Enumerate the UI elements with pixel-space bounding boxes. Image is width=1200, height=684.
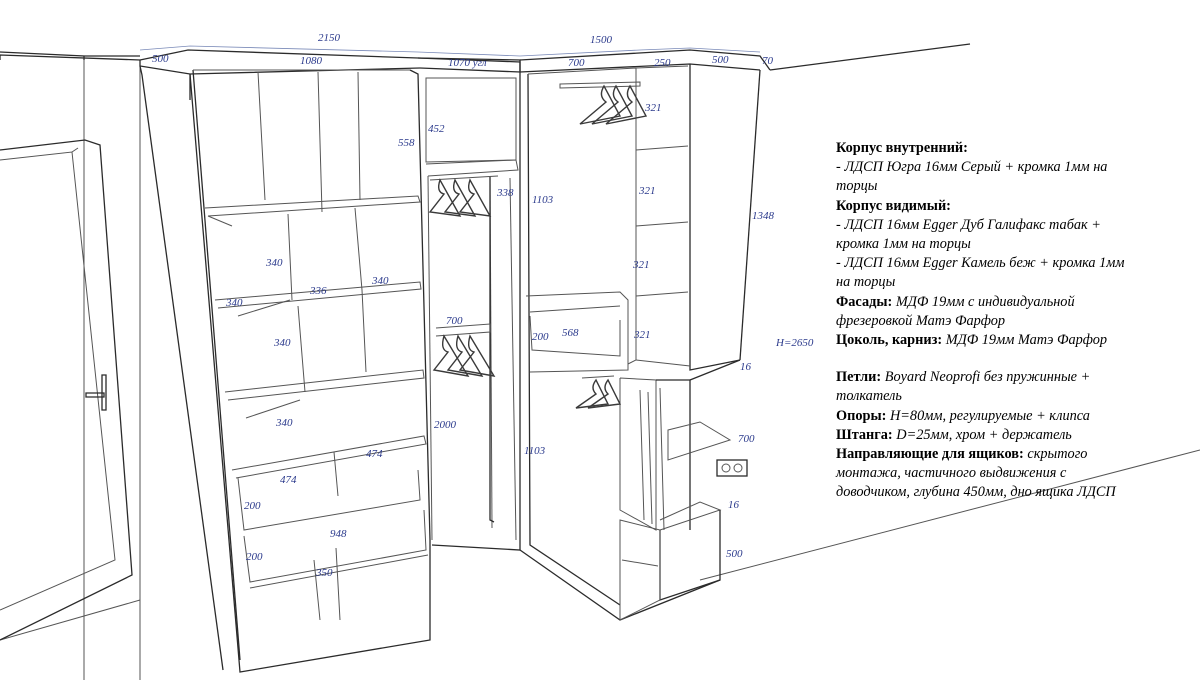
dim-side-upper-h: 1348 bbox=[752, 210, 775, 222]
spec-guides-line1: скрытого bbox=[1023, 446, 1088, 463]
spec-line: доводчиком, глубина 450мм, дно ящика ЛДС… bbox=[836, 483, 1188, 502]
dim-cornice: 70 bbox=[762, 55, 774, 67]
hanger-icon bbox=[579, 84, 648, 125]
dim-side-board-2: 16 bbox=[728, 499, 740, 511]
dim-corner-rail-h: 338 bbox=[496, 187, 514, 199]
room-outline bbox=[0, 43, 1200, 680]
spec-visible-line3: - ЛДСП 16мм Egger Камель беж + кромка 1м… bbox=[836, 255, 1125, 272]
corner-section bbox=[417, 57, 521, 551]
dim-total-right-width: 1500 bbox=[590, 34, 613, 46]
dim-side-lower-h: 500 bbox=[726, 548, 743, 560]
spec-visible-title: Корпус видимый: bbox=[836, 197, 951, 214]
spec-facades-line2: фрезеровкой Матэ Фарфор bbox=[836, 312, 1006, 329]
dim-total-height: H=2650 bbox=[775, 337, 814, 349]
dim-corner-width: 1070 угл bbox=[448, 57, 487, 69]
dim-bottom-shelf-h: 350 bbox=[315, 567, 333, 579]
spec-facades: Фасады: МДФ 19мм с индивидуальной bbox=[836, 293, 1188, 312]
spec-hinges: Петли: Boyard Neoprofi без пружинные + bbox=[836, 368, 1188, 387]
spec-line: - ЛДСП 16мм Egger Камель беж + кромка 1м… bbox=[836, 254, 1188, 273]
spec-inner-line1: - ЛДСП Югра 16мм Серый + кромка 1мм на bbox=[836, 159, 1108, 176]
spec-plinth-value: МДФ 19мм Матэ Фарфор bbox=[942, 332, 1108, 349]
door-handle-icon bbox=[85, 374, 107, 411]
spec-hinges-line2: толкатель bbox=[836, 388, 902, 405]
dim-side-shelf-2: 321 bbox=[638, 185, 656, 197]
dim-corner-upper-h: 1103 bbox=[532, 194, 554, 206]
dimension-lines bbox=[139, 45, 761, 57]
dim-side-shelf-1: 321 bbox=[644, 102, 662, 114]
dim-drawer-total-w: 948 bbox=[330, 528, 347, 540]
spec-guides-line2: монтажа, частичного выдвижения с bbox=[836, 465, 1067, 482]
spec-facades-line1: МДФ 19мм с индивидуальной bbox=[892, 293, 1075, 310]
dim-rail-width: 700 bbox=[446, 315, 463, 327]
spec-supports-title: Опоры: bbox=[836, 407, 887, 424]
dim-drawer-w1: 474 bbox=[366, 448, 383, 460]
spec-facades-title: Фасады: bbox=[836, 293, 893, 310]
dim-drawer-h1: 200 bbox=[244, 500, 261, 512]
dim-far-right-depth: 500 bbox=[712, 54, 729, 66]
spec-plinth-title: Цоколь, карниз: bbox=[836, 332, 943, 349]
dim-right-shelf-width: 250 bbox=[654, 57, 671, 69]
dim-upper-shelf-h: 558 bbox=[398, 137, 415, 149]
dim-side-shelf-w: 700 bbox=[738, 433, 755, 445]
dim-total-left-width: 2150 bbox=[318, 32, 341, 44]
dimension-labels: 500 2150 1080 1070 угл 1500 700 250 500 … bbox=[152, 32, 814, 579]
spec-hinges-line1: Boyard Neoprofi без пружинные + bbox=[881, 369, 1091, 386]
hanger-icon bbox=[432, 334, 496, 377]
spec-inner-line2: торцы bbox=[836, 178, 878, 195]
dim-shelf-a: 340 bbox=[265, 257, 283, 269]
dim-shelf-e: 340 bbox=[273, 337, 291, 349]
spec-line: - ЛДСП Югра 16мм Серый + кромка 1мм на bbox=[836, 158, 1188, 177]
hangers bbox=[428, 84, 648, 409]
dim-side-board-1: 16 bbox=[740, 361, 752, 373]
spec-supports: Опоры: H=80мм, регулируемые + клипса bbox=[836, 407, 1188, 426]
spec-guides-title: Направляющие для ящиков: bbox=[836, 446, 1024, 463]
dim-corner-lower-h: 2000 bbox=[434, 419, 457, 431]
spec-plinth: Цоколь, карниз: МДФ 19мм Матэ Фарфор bbox=[836, 331, 1188, 350]
dim-top-left-depth: 500 bbox=[152, 53, 169, 65]
dim-shelf-c: 340 bbox=[371, 275, 389, 287]
spec-line: толкатель bbox=[836, 387, 1188, 406]
spec-line: торцы bbox=[836, 177, 1188, 196]
dim-side-shelf-3: 321 bbox=[632, 259, 650, 271]
dim-corner-top-h: 452 bbox=[428, 123, 445, 135]
spec-visible-line1: - ЛДСП 16мм Egger Дуб Галифакс табак + bbox=[836, 216, 1101, 233]
dim-drawer-h2: 200 bbox=[246, 551, 263, 563]
spec-line: монтажа, частичного выдвижения с bbox=[836, 464, 1188, 483]
dim-right-drawer-w: 568 bbox=[562, 327, 579, 339]
dim-right-upper-width: 700 bbox=[568, 57, 585, 69]
spec-visible-line4: на торцы bbox=[836, 274, 896, 291]
power-outlet-icon bbox=[716, 459, 748, 477]
spec-inner-body-title: Корпус внутренний: bbox=[836, 140, 968, 156]
spec-rod: Штанга: D=25мм, хром + держатель bbox=[836, 426, 1188, 445]
dim-left-upper-width: 1080 bbox=[300, 55, 323, 67]
spec-line: на торцы bbox=[836, 273, 1188, 292]
dim-right-lower-h: 1103 bbox=[524, 445, 546, 457]
spec-rod-value: D=25мм, хром + держатель bbox=[892, 426, 1072, 443]
dim-shelf-d: 340 bbox=[225, 297, 243, 309]
spec-guides: Направляющие для ящиков: скрытого bbox=[836, 445, 1188, 464]
spec-inner-body: Корпус внутренний: bbox=[836, 139, 1188, 158]
right-cabinet bbox=[519, 49, 771, 621]
dim-shelf-f: 340 bbox=[275, 417, 293, 429]
spec-visible-line2: кромка 1мм на торцы bbox=[836, 236, 971, 253]
dim-shelf-b: 336 bbox=[309, 285, 327, 297]
spec-supports-value: H=80мм, регулируемые + клипса bbox=[886, 407, 1090, 424]
materials-spec: Корпус внутренний: - ЛДСП Югра 16мм Серы… bbox=[836, 139, 1188, 503]
spec-hinges-title: Петли: bbox=[836, 369, 882, 386]
spec-visible-body: Корпус видимый: bbox=[836, 197, 1188, 216]
spec-line: фрезеровкой Матэ Фарфор bbox=[836, 312, 1188, 331]
spec-rod-title: Штанга: bbox=[836, 426, 893, 443]
dim-side-shelf-4: 321 bbox=[633, 329, 651, 341]
spec-line: кромка 1мм на торцы bbox=[836, 235, 1188, 254]
spec-line: - ЛДСП 16мм Egger Дуб Галифакс табак + bbox=[836, 216, 1188, 235]
dim-right-drawer-h: 200 bbox=[532, 331, 549, 343]
spec-gap bbox=[836, 350, 1188, 368]
spec-guides-line3: доводчиком, глубина 450мм, дно ящика ЛДС… bbox=[836, 484, 1116, 501]
hanger-icon bbox=[575, 378, 622, 409]
dim-drawer-w2: 474 bbox=[280, 474, 297, 486]
room-door bbox=[0, 139, 133, 641]
hanger-icon bbox=[428, 178, 492, 217]
